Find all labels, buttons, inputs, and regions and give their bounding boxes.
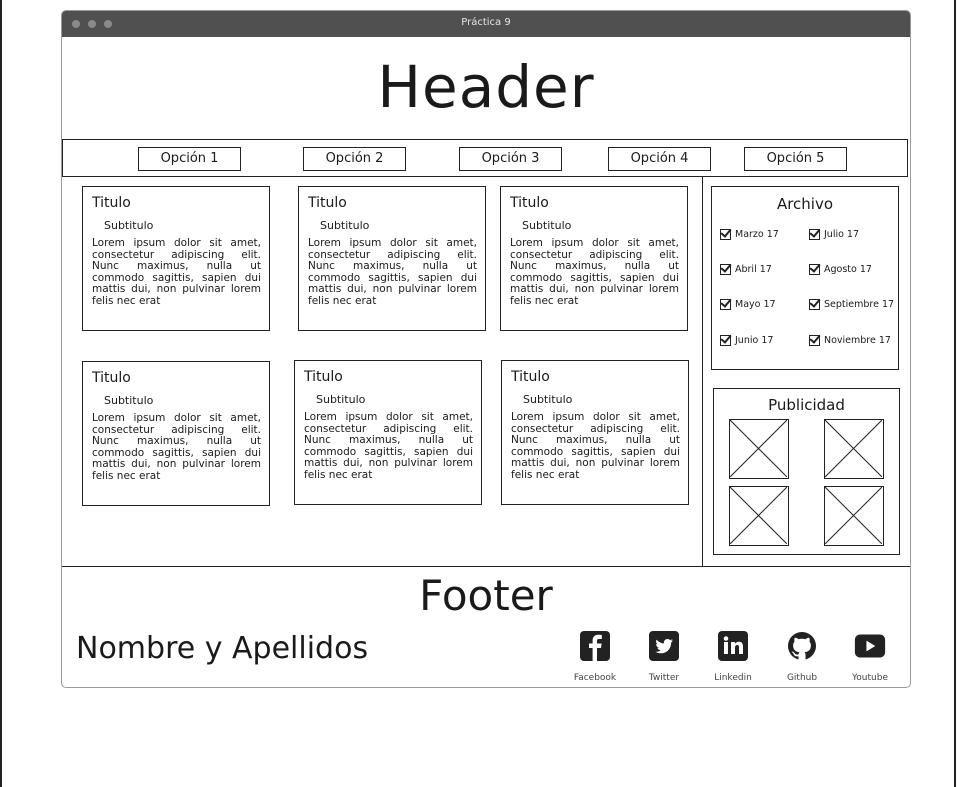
archive-panel: Archivo Marzo 17 Julio 17 Abril 17 Agost… (711, 186, 899, 370)
header-title: Header (377, 53, 595, 121)
window-titlebar: Práctica 9 (62, 11, 910, 37)
image-placeholder-icon (824, 419, 883, 478)
card-title: Titulo (308, 195, 347, 211)
checkbox-checked-icon[interactable] (809, 335, 820, 346)
checkbox-checked-icon[interactable] (720, 299, 731, 310)
card-title: Titulo (92, 370, 131, 386)
window-title: Práctica 9 (461, 17, 511, 28)
archive-item-label: Abril 17 (735, 264, 772, 275)
archive-item-label: Septiembre 17 (824, 299, 895, 310)
archive-item[interactable]: Septiembre 17 (809, 299, 894, 310)
article-card: Titulo Subtitulo Lorem ipsum dolor sit a… (82, 361, 270, 506)
close-window-button[interactable] (72, 20, 80, 28)
social-label: Twitter (648, 673, 680, 683)
sidebar-divider (702, 177, 703, 566)
article-card: Titulo Subtitulo Lorem ipsum dolor sit a… (501, 360, 689, 505)
archive-item-label: Marzo 17 (735, 229, 779, 240)
card-title: Titulo (304, 369, 343, 385)
checkbox-checked-icon[interactable] (809, 299, 820, 310)
footer-title: Footer (419, 571, 553, 620)
article-card: Titulo Subtitulo Lorem ipsum dolor sit a… (500, 186, 688, 331)
card-title: Titulo (511, 369, 550, 385)
card-body: Lorem ipsum dolor sit amet, consectetur … (304, 411, 473, 481)
twitter-icon (649, 631, 679, 661)
advertising-title: Publicidad (768, 396, 845, 414)
archive-item-label: Agosto 17 (824, 264, 872, 275)
card-subtitle: Subtitulo (104, 219, 154, 232)
checkbox-checked-icon[interactable] (720, 335, 731, 346)
nav-option-1[interactable]: Opción 1 (138, 147, 241, 171)
social-label: Youtube (852, 673, 888, 683)
card-subtitle: Subtitulo (522, 219, 572, 232)
page-right-border (954, 0, 956, 787)
card-subtitle: Subtitulo (316, 393, 366, 406)
archive-item-label: Mayo 17 (735, 299, 776, 310)
advertising-panel: Publicidad (713, 388, 900, 555)
card-title: Titulo (510, 195, 549, 211)
article-card: Titulo Subtitulo Lorem ipsum dolor sit a… (294, 360, 482, 505)
archive-item[interactable]: Junio 17 (720, 335, 773, 346)
facebook-icon (580, 631, 610, 661)
card-subtitle: Subtitulo (523, 393, 573, 406)
nav-option-2[interactable]: Opción 2 (303, 147, 406, 171)
image-placeholder-icon (729, 419, 788, 478)
archive-item-label: Julio 17 (824, 229, 860, 240)
archive-item[interactable]: Abril 17 (720, 264, 772, 275)
image-placeholder-icon (824, 486, 883, 545)
nav-bar: Opción 1 Opción 2 Opción 3 Opción 4 Opci… (62, 139, 908, 177)
nav-option-3[interactable]: Opción 3 (459, 147, 562, 171)
checkbox-checked-icon[interactable] (720, 229, 731, 240)
card-body: Lorem ipsum dolor sit amet, consectetur … (92, 237, 261, 307)
card-body: Lorem ipsum dolor sit amet, consectetur … (511, 411, 680, 481)
footer-divider (62, 566, 910, 567)
social-link-twitter[interactable]: Twitter (634, 631, 694, 683)
archive-item[interactable]: Mayo 17 (720, 299, 776, 310)
social-link-github[interactable]: Github (772, 631, 832, 683)
image-placeholder-icon (729, 486, 788, 545)
article-card: Titulo Subtitulo Lorem ipsum dolor sit a… (82, 186, 270, 331)
checkbox-checked-icon[interactable] (720, 264, 731, 275)
social-link-youtube[interactable]: Youtube (840, 631, 900, 683)
archive-item[interactable]: Noviembre 17 (809, 335, 891, 346)
app-window: Práctica 9 Header Opción 1 Opción 2 Opci… (61, 10, 911, 688)
checkbox-checked-icon[interactable] (809, 264, 820, 275)
ad-image-placeholder[interactable] (729, 486, 789, 546)
social-link-facebook[interactable]: Facebook (565, 631, 625, 683)
ad-image-placeholder[interactable] (729, 419, 789, 479)
author-name: Nombre y Apellidos (76, 631, 369, 666)
github-icon (788, 632, 816, 660)
zoom-window-button[interactable] (104, 20, 112, 28)
youtube-icon (854, 634, 886, 658)
checkbox-checked-icon[interactable] (809, 229, 820, 240)
social-label: Github (786, 673, 818, 683)
ad-image-placeholder[interactable] (824, 486, 884, 546)
archive-title: Archivo (776, 195, 834, 213)
social-label: Linkedin (714, 673, 752, 683)
archive-item[interactable]: Agosto 17 (809, 264, 872, 275)
minimize-window-button[interactable] (88, 20, 96, 28)
archive-item-label: Junio 17 (735, 335, 774, 346)
article-card: Titulo Subtitulo Lorem ipsum dolor sit a… (298, 186, 486, 331)
card-body: Lorem ipsum dolor sit amet, consectetur … (92, 412, 261, 482)
card-title: Titulo (92, 195, 131, 211)
card-body: Lorem ipsum dolor sit amet, consectetur … (510, 237, 679, 307)
card-subtitle: Subtitulo (320, 219, 370, 232)
social-link-linkedin[interactable]: Linkedin (703, 631, 763, 683)
archive-item[interactable]: Julio 17 (809, 229, 859, 240)
ad-image-placeholder[interactable] (824, 419, 884, 479)
nav-option-5[interactable]: Opción 5 (744, 147, 847, 171)
card-subtitle: Subtitulo (104, 394, 154, 407)
archive-item[interactable]: Marzo 17 (720, 229, 779, 240)
page-left-border (0, 0, 2, 787)
social-label: Facebook (573, 673, 617, 683)
archive-item-label: Noviembre 17 (824, 335, 891, 346)
nav-option-4[interactable]: Opción 4 (608, 147, 711, 171)
card-body: Lorem ipsum dolor sit amet, consectetur … (308, 237, 477, 307)
linkedin-icon (718, 631, 748, 661)
